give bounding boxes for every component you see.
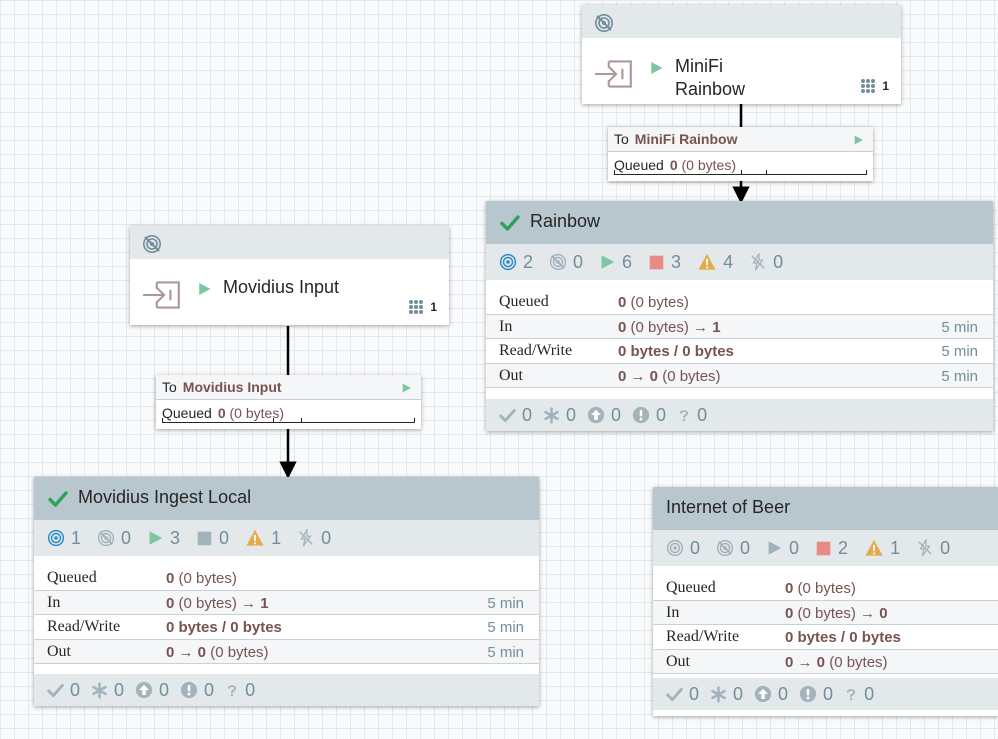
arrow-up-circle-icon — [754, 685, 772, 703]
port-header — [130, 226, 449, 259]
stat-row-read-write: Read/Write 0 bytes / 0 bytes 5 min — [499, 342, 978, 360]
process-group-stats: 0 0 0 2 1 0 — [653, 530, 998, 566]
transmitting-icon — [47, 529, 65, 547]
check-icon — [500, 213, 520, 233]
running-icon — [649, 60, 664, 76]
stopped-icon — [196, 530, 213, 547]
version-status-bar: 0 0 0 0 0 — [486, 399, 993, 431]
not-transmitting-icon — [594, 13, 614, 33]
port-header — [582, 5, 901, 38]
port-name: MiniFi Rainbow — [675, 56, 746, 99]
arrow-up-circle-icon — [135, 681, 153, 699]
check-icon — [499, 407, 516, 424]
process-group-rainbow[interactable]: Rainbow 2 0 6 3 4 0 Queued 0 (0 bytes) I… — [486, 201, 993, 431]
process-group-header: Rainbow — [486, 201, 993, 244]
exclamation-circle-icon — [180, 681, 198, 699]
stat-row-queued: Queued 0 (0 bytes) — [47, 569, 237, 587]
process-group-stats: 2 0 6 3 4 0 — [486, 244, 993, 280]
connection-destination: Movidius Input — [182, 379, 282, 395]
stat-row-out: Out 0 → 0 (0 bytes) 5 min — [486, 363, 993, 388]
grid-icon — [860, 78, 876, 94]
queued-bytes: (0 bytes) — [229, 405, 284, 421]
stopped-icon — [815, 540, 832, 557]
not-transmitting-icon — [716, 539, 734, 557]
input-port-icon — [141, 278, 183, 312]
queued-count: 0 — [217, 405, 226, 421]
asterisk-icon — [543, 407, 560, 424]
asterisk-icon — [710, 686, 727, 703]
version-status-bar: 0 0 0 0 0 — [34, 674, 539, 706]
check-icon — [666, 686, 683, 703]
running-icon — [766, 539, 783, 557]
connection-label-minifi-rainbow[interactable]: To MiniFi Rainbow Queued 0 (0 bytes) — [608, 127, 873, 181]
check-icon — [48, 489, 68, 509]
grid-icon — [408, 299, 424, 315]
stat-row-out: Out 0 → 0 (0 bytes) — [653, 649, 998, 674]
transmitting-icon — [666, 539, 684, 557]
connection-destination-row: To MiniFi Rainbow — [608, 127, 873, 152]
not-transmitting-icon — [142, 234, 162, 254]
input-port-minifi-rainbow[interactable]: MiniFi Rainbow 1 — [582, 5, 901, 104]
exclamation-circle-icon — [799, 685, 817, 703]
stat-row-in: In 0 (0 bytes) → 1 5 min — [34, 590, 539, 615]
process-group-title: Movidius Ingest Local — [78, 487, 252, 507]
warning-icon — [864, 539, 884, 557]
to-label: To — [614, 131, 629, 147]
stat-row-queued: Queued 0 (0 bytes) — [666, 579, 856, 597]
question-icon — [225, 681, 239, 699]
arrow-up-circle-icon — [587, 406, 605, 424]
asterisk-icon — [91, 682, 108, 699]
stat-row-read-write: Read/Write 0 bytes / 0 bytes 5 min — [47, 618, 524, 636]
running-icon — [401, 382, 412, 394]
queued-label: Queued — [162, 405, 212, 421]
not-transmitting-icon — [549, 253, 567, 271]
connection-queued-row: Queued 0 (0 bytes) — [156, 400, 421, 426]
running-icon — [197, 281, 212, 297]
process-group-stats: 1 0 3 0 1 0 — [34, 520, 539, 556]
stat-row-queued: Queued 0 (0 bytes) — [499, 293, 689, 311]
process-group-header: Movidius Ingest Local — [34, 477, 539, 520]
running-icon — [147, 529, 164, 547]
running-icon — [853, 134, 864, 146]
port-count: 1 — [408, 299, 437, 315]
stat-row-in: In 0 (0 bytes) → 1 5 min — [486, 314, 993, 339]
disabled-icon — [749, 253, 767, 271]
process-group-title: Internet of Beer — [666, 497, 791, 517]
process-group-movidius-ingest-local[interactable]: Movidius Ingest Local 1 0 3 0 1 0 Queued… — [34, 477, 539, 706]
exclamation-circle-icon — [632, 406, 650, 424]
disabled-icon — [916, 539, 934, 557]
port-count: 1 — [860, 78, 889, 94]
process-group-internet-of-beer[interactable]: Internet of Beer 0 0 0 2 1 0 Queued 0 (0… — [653, 487, 998, 716]
not-transmitting-icon — [97, 529, 115, 547]
stat-row-read-write: Read/Write 0 bytes / 0 bytes — [666, 628, 901, 646]
to-label: To — [162, 379, 177, 395]
stat-row-out: Out 0 → 0 (0 bytes) 5 min — [34, 639, 539, 664]
process-group-header: Internet of Beer — [653, 487, 998, 530]
queue-backpressure-bar — [614, 170, 867, 175]
transmitting-icon — [499, 253, 517, 271]
connection-label-movidius-input[interactable]: To Movidius Input Queued 0 (0 bytes) — [156, 375, 421, 429]
connection-queued-row: Queued 0 (0 bytes) — [608, 152, 873, 178]
port-name: Movidius Input — [223, 277, 340, 297]
process-group-title: Rainbow — [530, 211, 601, 231]
queued-bytes: (0 bytes) — [681, 157, 736, 173]
warning-icon — [697, 253, 717, 271]
stat-row-in: In 0 (0 bytes) → 0 — [653, 600, 998, 625]
warning-icon — [245, 529, 265, 547]
connection-destination: MiniFi Rainbow — [634, 131, 738, 147]
question-icon — [677, 406, 691, 424]
stopped-icon — [648, 254, 665, 271]
question-icon — [844, 685, 858, 703]
version-status-bar: 0 0 0 0 0 — [653, 678, 998, 710]
queued-label: Queued — [614, 157, 664, 173]
queue-backpressure-bar — [162, 418, 415, 423]
check-icon — [47, 682, 64, 699]
queued-count: 0 — [669, 157, 678, 173]
input-port-icon — [593, 57, 635, 91]
disabled-icon — [297, 529, 315, 547]
connection-destination-row: To Movidius Input — [156, 375, 421, 400]
input-port-movidius-input[interactable]: Movidius Input 1 — [130, 226, 449, 325]
running-icon — [599, 253, 616, 271]
